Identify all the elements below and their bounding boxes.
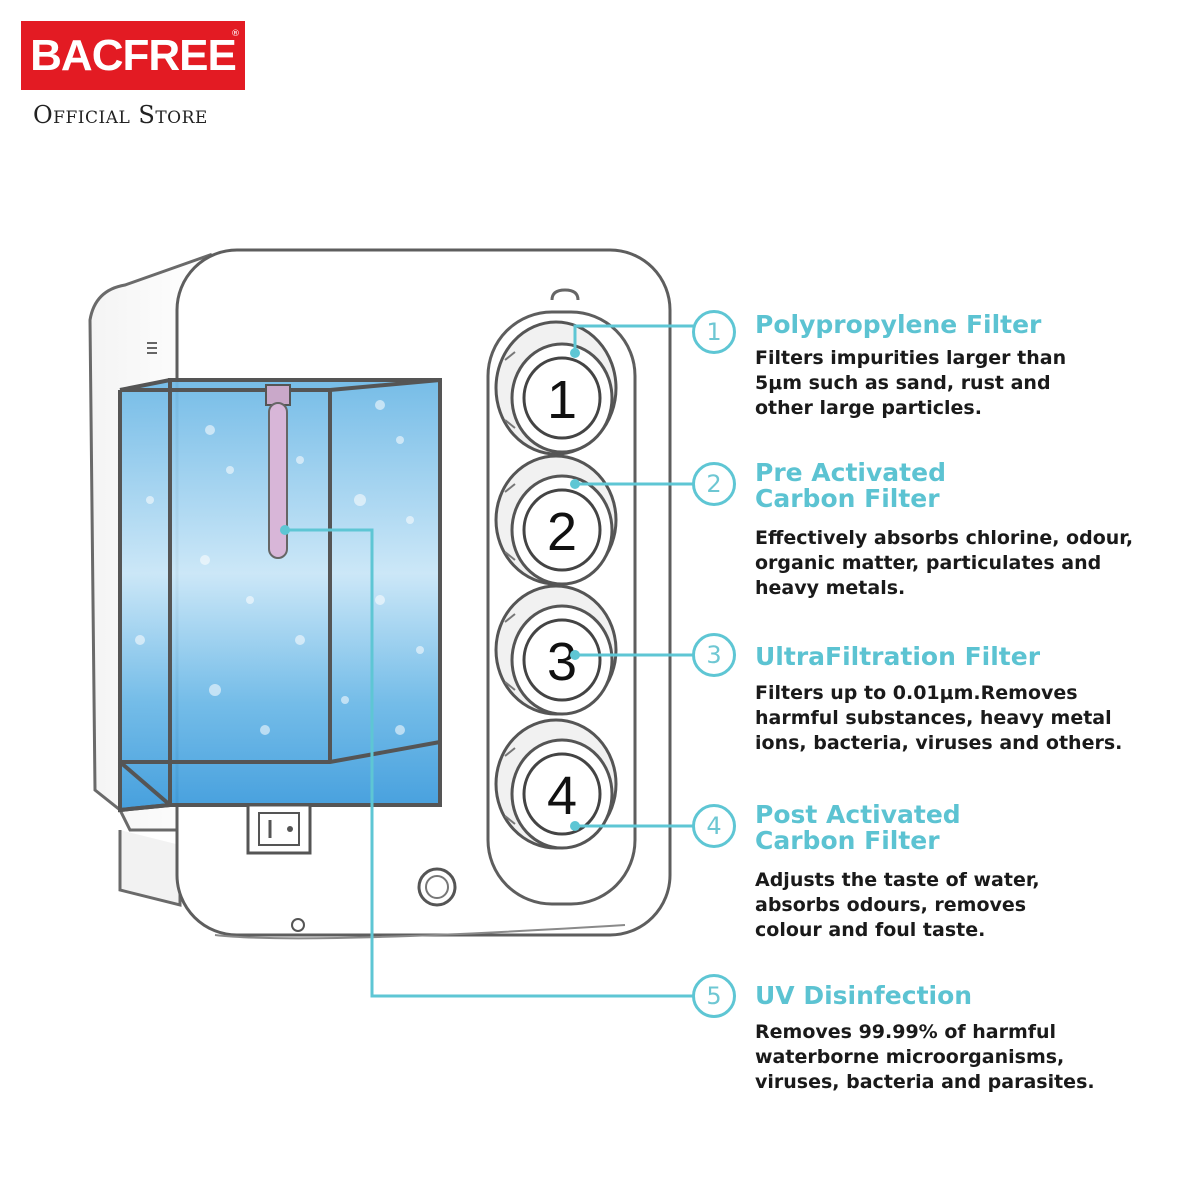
top-knob — [550, 288, 580, 301]
callout-description: Removes 99.99% of harmful waterborne mic… — [755, 1021, 1095, 1093]
filter-cartridge-2 — [494, 454, 618, 586]
filter-cartridge-4 — [494, 718, 618, 850]
uv-lamp — [268, 402, 288, 559]
unit-base — [118, 830, 182, 907]
callout-title: Pre Activated Carbon Filter — [755, 458, 946, 513]
callout-title: UV Disinfection — [755, 981, 973, 1010]
cartridge-grips — [504, 351, 516, 825]
callout-description: Filters up to 0.01μm.Removes harmful sub… — [755, 682, 1123, 754]
leader-dots — [280, 348, 580, 831]
filter-cartridge-1 — [494, 320, 618, 456]
callout-description: Effectively absorbs chlorine, odour, org… — [755, 527, 1134, 599]
callout-description: Adjusts the taste of water, absorbs odou… — [755, 869, 1040, 941]
brand-name: BACFREE — [30, 31, 237, 80]
callout-title: UltraFiltration Filter — [755, 642, 1041, 671]
water-tank — [120, 380, 440, 810]
cartridge-label-1: 1 — [547, 370, 577, 430]
callout-description: Filters impurities larger than 5μm such … — [755, 347, 1067, 419]
callout-number-badge: 5 — [692, 974, 736, 1018]
cartridge-label-3: 3 — [547, 632, 577, 692]
leader-line-1 — [573, 324, 694, 353]
store-tagline: Official Store — [33, 101, 208, 129]
tank-frame — [118, 378, 442, 813]
vent-icon — [147, 342, 157, 354]
callout-number-badge: 4 — [692, 804, 736, 848]
callout-title: Polypropylene Filter — [755, 310, 1042, 339]
callout-number-badge: 1 — [692, 310, 736, 354]
leader-lines — [285, 324, 694, 998]
callout-number-badge: 2 — [692, 462, 736, 506]
leader-line-5 — [285, 528, 694, 998]
filter-cartridge-3 — [494, 584, 618, 716]
brand-logo: BACFREE ® — [21, 21, 245, 90]
cartridge-label-4: 4 — [547, 766, 577, 826]
callout-number-badge: 3 — [692, 633, 736, 677]
registered-mark: ® — [231, 29, 240, 39]
callout-title: Post Activated Carbon Filter — [755, 800, 961, 855]
water-bubbles — [135, 400, 424, 735]
cartridge-label-2: 2 — [547, 502, 577, 562]
